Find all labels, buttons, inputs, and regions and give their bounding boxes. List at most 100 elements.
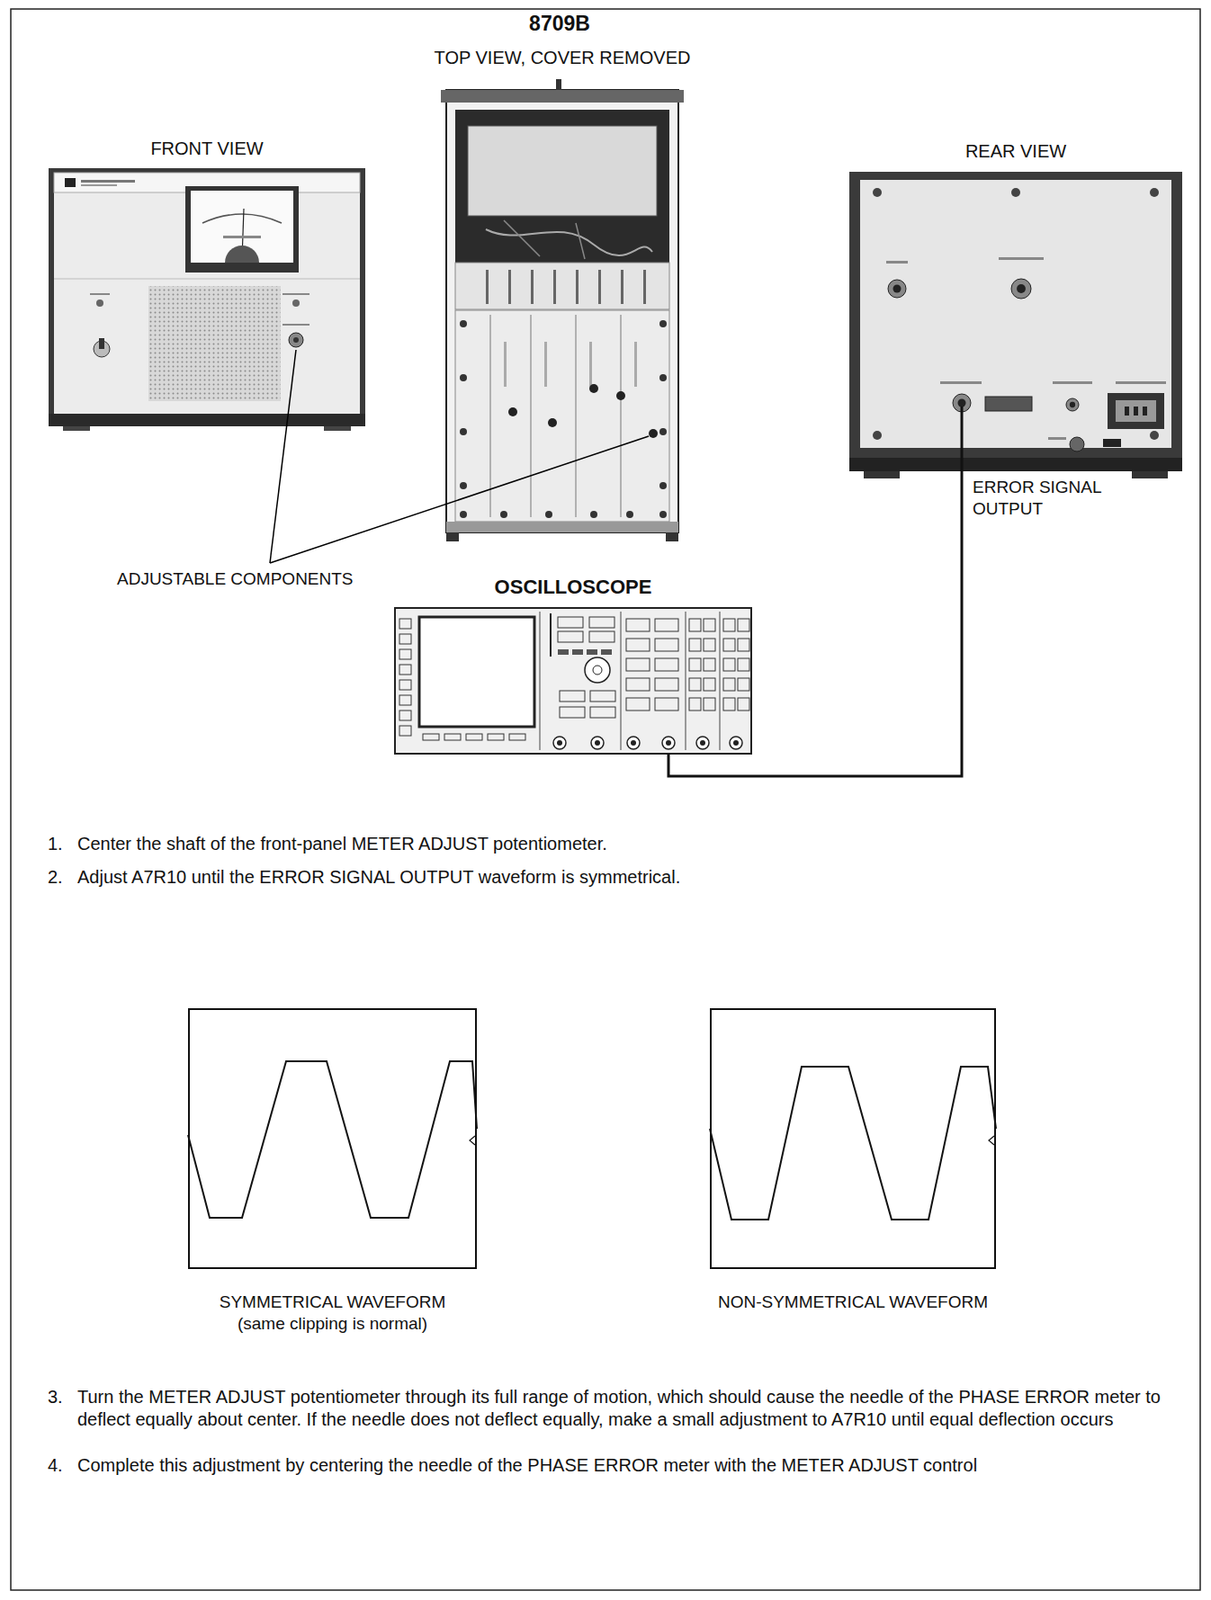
circuit-board-mark	[459, 374, 467, 382]
oscilloscope-control	[689, 638, 701, 652]
leader-line	[269, 349, 297, 564]
oscilloscope-control	[553, 736, 566, 750]
oscilloscope-illustration	[394, 608, 752, 754]
oscilloscope-control	[626, 618, 650, 632]
front-view-illustration	[282, 323, 310, 326]
rear-view-illustration	[1115, 400, 1157, 422]
oscilloscope-control	[696, 736, 709, 750]
oscilloscope-control	[466, 734, 483, 741]
view-heading: TOP VIEW, COVER REMOVED	[170, 46, 954, 69]
oscilloscope-control	[557, 649, 569, 655]
signal-name: ERROR SIGNAL OUTPUT	[972, 476, 1108, 521]
board-connector-mark	[485, 269, 489, 305]
step-number: 2.	[47, 866, 63, 889]
waveform-trace	[709, 1067, 996, 1220]
oscilloscope-control	[556, 740, 563, 746]
top-view-illustration	[503, 220, 585, 260]
rear-view-illustration	[1131, 471, 1168, 479]
oscilloscope-control	[591, 736, 604, 750]
circuit-board-mark	[544, 341, 548, 387]
circuit-board-mark	[500, 511, 508, 519]
page-title: 8709B	[379, 10, 740, 37]
signal-cable	[668, 471, 962, 777]
oscilloscope-control	[399, 664, 412, 675]
circuit-board-mark	[459, 320, 467, 328]
board-connector-mark	[620, 269, 624, 305]
oscilloscope-control	[703, 638, 716, 652]
oscilloscope-control	[399, 680, 412, 691]
view-heading: REAR VIEW	[579, 140, 1211, 162]
oscilloscope-control	[626, 638, 650, 652]
rear-panel-part	[893, 285, 902, 294]
rear-panel-part	[998, 257, 1044, 261]
top-view-illustration	[446, 521, 679, 533]
oscilloscope-control	[665, 740, 672, 746]
circuit-board-mark	[459, 482, 467, 490]
oscilloscope-control	[559, 690, 585, 702]
front-view-illustration	[89, 293, 110, 296]
rear-view-illustration	[860, 179, 1172, 449]
board-connector-mark	[643, 269, 646, 305]
oscilloscope-control	[627, 736, 640, 750]
oscilloscope-control	[626, 658, 650, 672]
top-view-illustration	[665, 532, 679, 542]
oscilloscope-control	[572, 649, 584, 655]
oscilloscope-illustration	[592, 665, 602, 675]
top-view-illustration	[446, 532, 459, 542]
waveform-trace	[188, 1061, 477, 1219]
front-view-illustration	[48, 168, 366, 431]
front-view-illustration	[202, 214, 282, 224]
rear-panel-part	[1011, 278, 1032, 299]
oscilloscope-illustration	[620, 611, 622, 751]
circuit-board-mark	[459, 314, 667, 519]
board-connector-mark	[575, 269, 579, 305]
oscilloscope-illustration	[419, 617, 535, 727]
circuit-board-mark	[589, 384, 599, 394]
rear-view-panel: REAR VIEW	[849, 171, 1183, 472]
front-view-illustration	[48, 168, 366, 427]
waveform-screen: NON-SYMMETRICAL WAVEFORM	[709, 1008, 996, 1270]
step-number: 4.	[47, 1454, 63, 1478]
oscilloscope-control	[444, 734, 461, 741]
oscilloscope-control	[699, 740, 706, 746]
oscilloscope-control	[654, 698, 679, 711]
oscilloscope-control	[559, 707, 585, 718]
oscilloscope-control	[399, 695, 412, 706]
rear-view-illustration	[1142, 406, 1148, 416]
front-view-illustration	[185, 186, 299, 273]
rear-panel-part	[958, 399, 967, 408]
circuit-board-mark	[545, 511, 553, 519]
oscilloscope-control	[626, 678, 650, 691]
callout-label: ADJUSTABLE COMPONENTS	[116, 568, 354, 591]
oscilloscope-control	[737, 658, 750, 672]
oscilloscope-control	[703, 678, 716, 691]
front-view-illustration	[80, 179, 135, 183]
oscilloscope-control	[689, 678, 701, 691]
oscilloscope-control	[737, 638, 750, 652]
circuit-board-mark	[490, 314, 492, 518]
front-view-illustration	[223, 235, 261, 239]
rear-panel-part	[872, 188, 1167, 440]
circuit-board-mark	[459, 428, 467, 436]
oscilloscope-control	[703, 658, 716, 672]
board-connector-mark	[485, 269, 646, 305]
oscilloscope-control	[654, 678, 679, 691]
rear-view-illustration	[960, 406, 964, 472]
board-connector-mark	[530, 269, 534, 305]
board-connector-mark	[553, 269, 557, 305]
oscilloscope-control	[723, 638, 736, 652]
board-connector-mark	[598, 269, 602, 305]
oscilloscope-control	[723, 618, 736, 632]
top-view-illustration	[455, 262, 670, 310]
rear-panel-part	[886, 260, 908, 264]
top-view-illustration	[440, 89, 684, 103]
front-view-illustration	[148, 286, 281, 402]
leader-line	[269, 349, 649, 564]
rear-panel-part	[940, 381, 982, 385]
oscilloscope-control	[737, 698, 750, 711]
top-view-illustration	[446, 89, 679, 533]
oscilloscope-control	[703, 618, 716, 632]
circuit-board-mark	[530, 314, 532, 518]
view-heading: NON-SYMMETRICAL WAVEFORM	[441, 1292, 1211, 1314]
front-view-illustration	[293, 337, 299, 343]
